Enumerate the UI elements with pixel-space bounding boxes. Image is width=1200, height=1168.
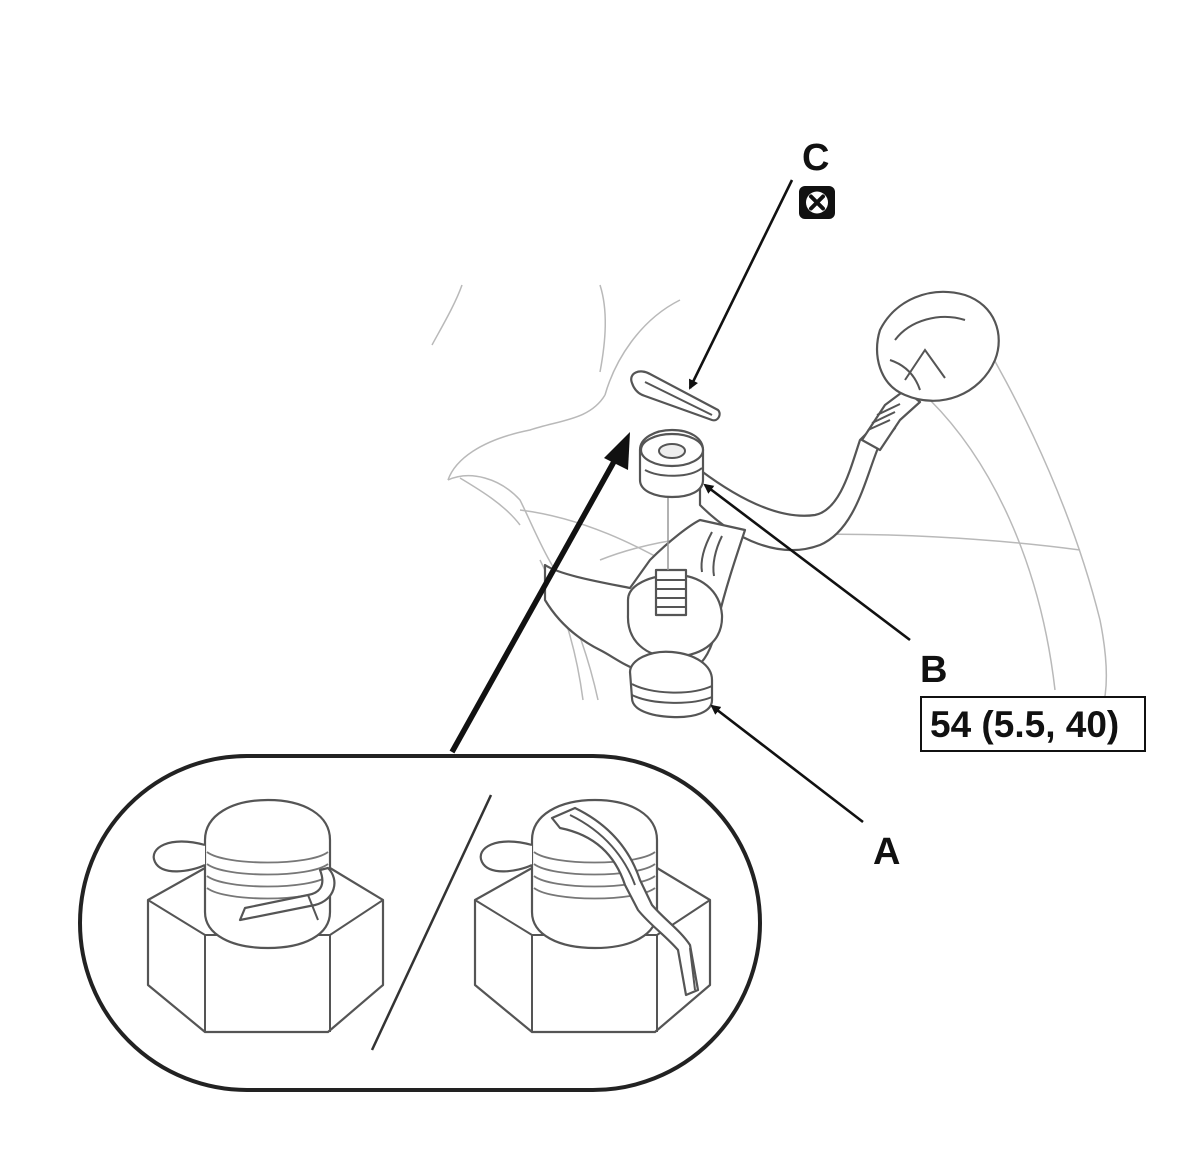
leader-c <box>688 179 794 390</box>
detail-inset <box>78 754 762 1092</box>
torque-spec-text: 54 (5.5, 40) <box>930 704 1119 745</box>
boxed-x-icon <box>799 186 835 219</box>
callout-a: A <box>873 831 900 873</box>
background-structure <box>431 284 1107 711</box>
leader-lines <box>688 179 911 824</box>
inset-pointer-arrow <box>449 432 630 754</box>
tie-rod-end <box>543 495 747 719</box>
leader-a <box>710 704 864 824</box>
nut-pin-over-top <box>473 798 712 1034</box>
castle-nut <box>638 428 705 499</box>
callout-b: B <box>920 649 947 691</box>
torque-spec-box: 54 (5.5, 40) <box>920 696 1146 752</box>
tie-rod <box>698 290 1000 552</box>
callout-c: C <box>802 137 829 179</box>
leader-b <box>703 483 911 642</box>
callout-labels: C B A <box>802 137 947 873</box>
cotter-pin <box>630 370 721 422</box>
nut-pin-wrapped <box>146 798 385 1034</box>
divider-line <box>370 794 493 1051</box>
